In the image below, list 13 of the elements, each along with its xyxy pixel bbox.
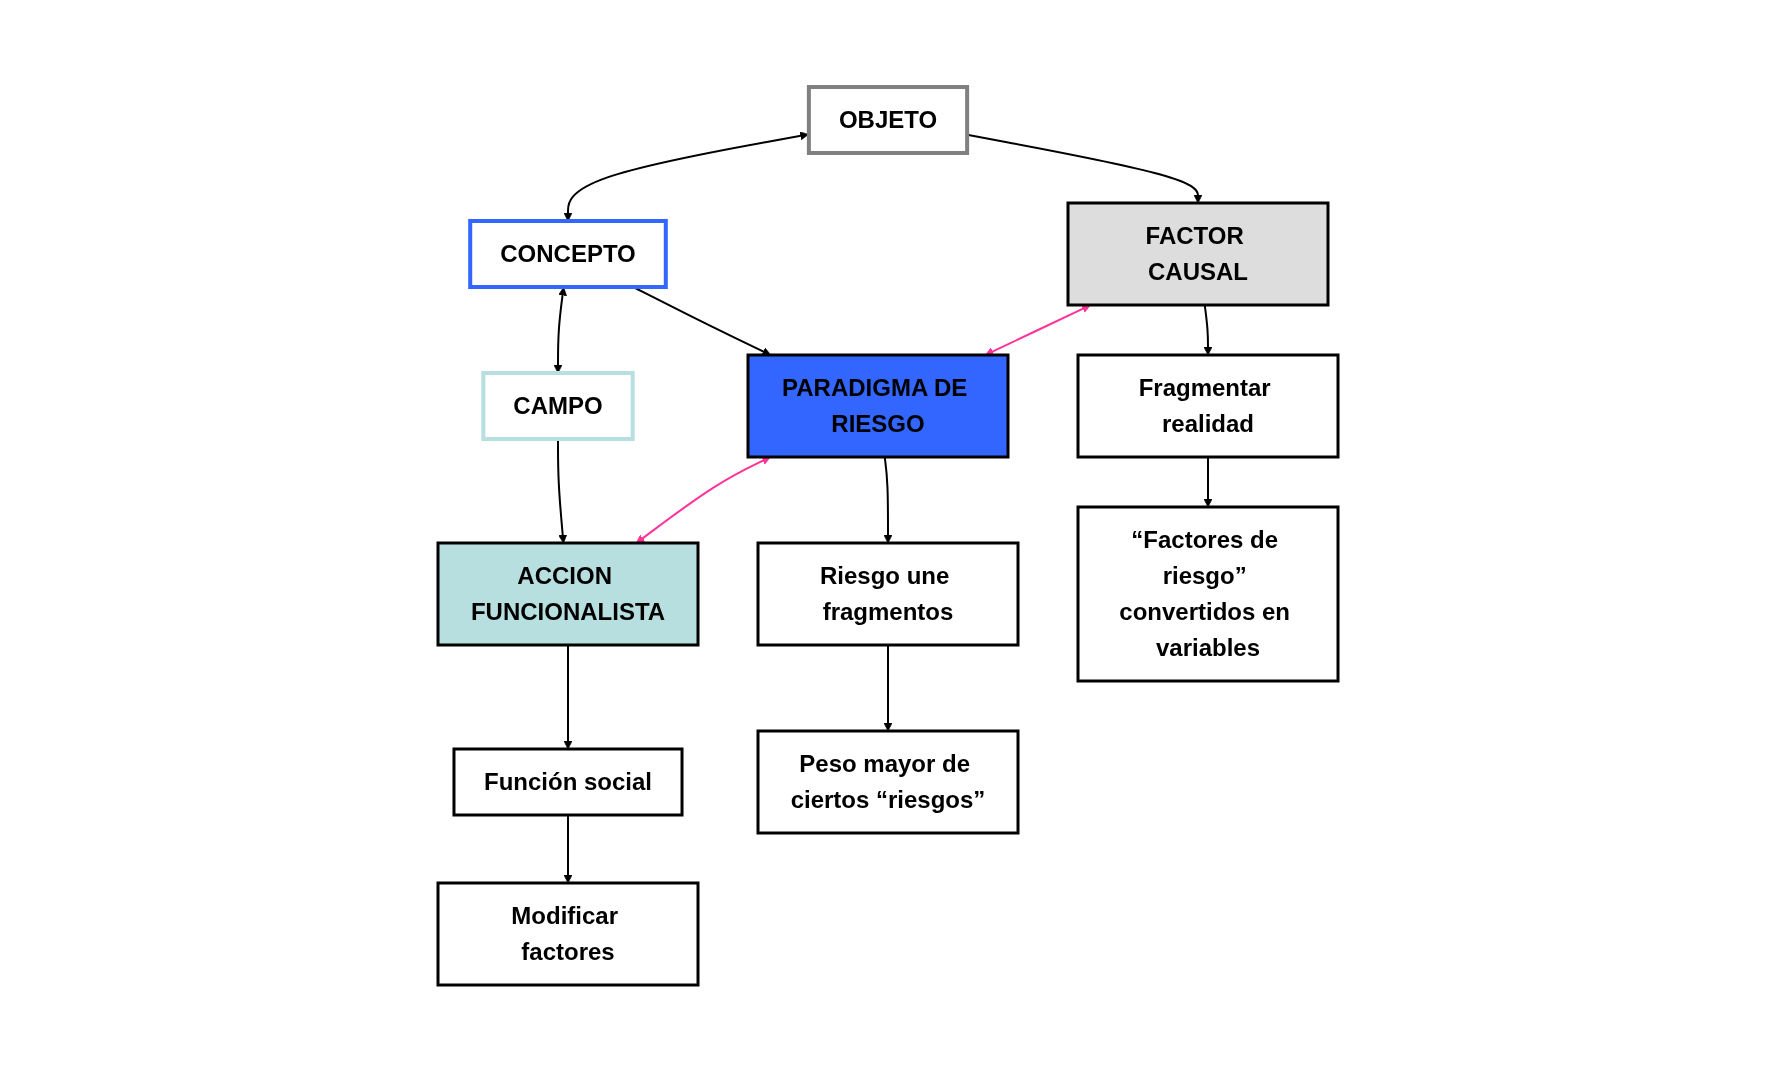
node-box: Peso mayor de ciertos “riesgos” [756, 729, 1019, 835]
node-box: “Factores de riesgo” convertidos en variables [1076, 505, 1339, 683]
node-box: Riesgo une fragmentos [756, 541, 1019, 647]
node-box: CONCEPTO [467, 219, 668, 289]
node-box: FACTOR CAUSAL [1066, 201, 1329, 307]
node-box: PARADIGMA DE RIESGO [746, 353, 1009, 459]
arrow [553, 287, 567, 374]
node-box: ACCION FUNCIONALISTA [436, 541, 699, 647]
node-box: Fragmentar realidad [1076, 353, 1339, 459]
node-box: CAMPO [480, 371, 635, 441]
node-box: OBJETO [806, 85, 969, 155]
node-box: Función social [452, 747, 683, 817]
node-box: Modificar factores [436, 881, 699, 987]
